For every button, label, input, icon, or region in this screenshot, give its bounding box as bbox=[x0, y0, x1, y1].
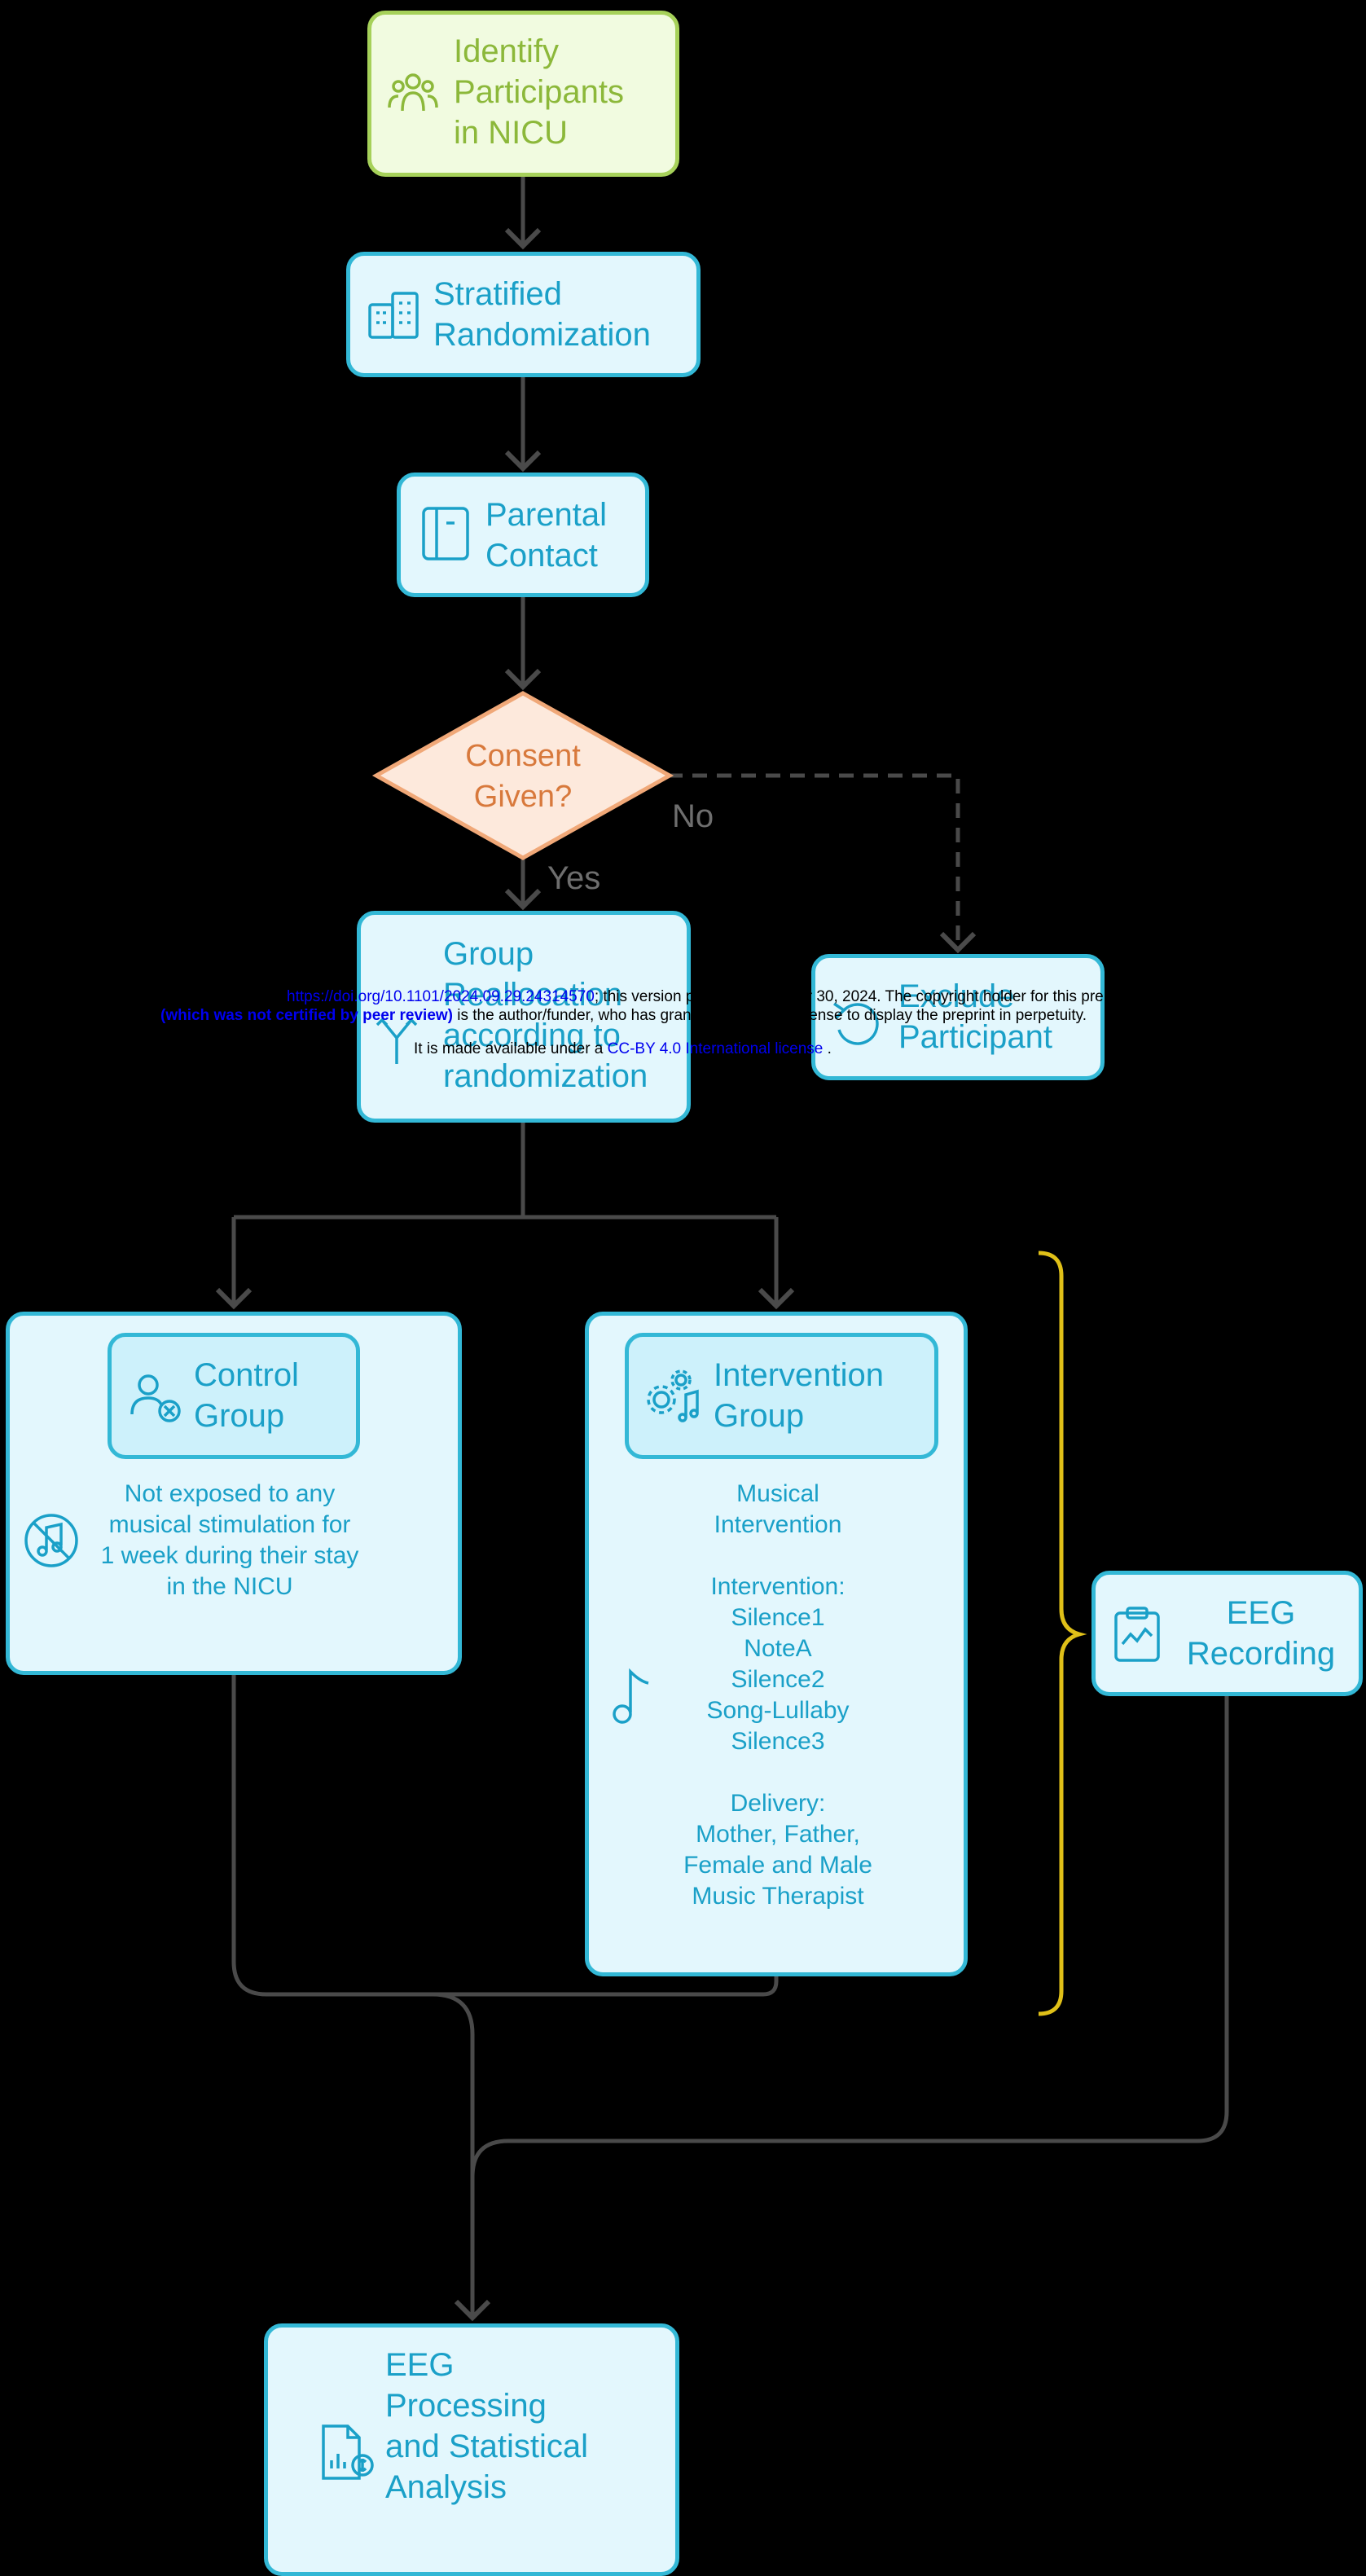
watermark-peer-review: (which was not certified by peer review) bbox=[160, 1007, 453, 1024]
identify-label: Identify Participants in NICU bbox=[454, 33, 624, 151]
edge-realloc-split bbox=[234, 1123, 776, 1220]
watermark-line-2: (which was not certified by peer review)… bbox=[160, 1007, 1087, 1025]
stratified-randomization-node bbox=[346, 252, 701, 377]
intervention-group-header bbox=[625, 1333, 938, 1459]
exclude-participant-node bbox=[811, 954, 1105, 1080]
watermark-line-3: It is made available under a CC-BY 4.0 I… bbox=[414, 1040, 832, 1058]
exclude-label: Exclude Participant bbox=[898, 978, 1052, 1055]
edge-label-no: No bbox=[672, 798, 714, 834]
document-chart-icon bbox=[322, 2424, 374, 2480]
edge-label-yes: Yes bbox=[547, 860, 601, 896]
consent-label: Consent Given? bbox=[465, 739, 581, 814]
no-music-icon bbox=[24, 1514, 78, 1567]
buildings-icon bbox=[368, 292, 419, 339]
music-note-icon bbox=[613, 1668, 649, 1724]
gears-music-icon bbox=[647, 1369, 699, 1422]
watermark-line2-text: is the author/funder, who has granted me… bbox=[453, 1007, 1087, 1024]
eeg-recording-node bbox=[1091, 1571, 1363, 1696]
watermark-license-link[interactable]: CC-BY 4.0 International license bbox=[607, 1040, 824, 1057]
parental-contact-node bbox=[397, 473, 649, 597]
watermark-line1-text: ; this version posted September 30, 2024… bbox=[594, 988, 1134, 1005]
watermark-line3-a: It is made available under a bbox=[414, 1040, 608, 1057]
eeg-recording-label: EEG Recording bbox=[1186, 1595, 1336, 1672]
clipboard-chart-icon bbox=[1114, 1607, 1160, 1662]
intervention-group-title: Intervention Group bbox=[714, 1357, 885, 1434]
parental-label: Parental Contact bbox=[485, 497, 607, 574]
user-remove-icon bbox=[130, 1374, 181, 1422]
group-reallocation-label: Group Reallocation according to randomiz… bbox=[443, 936, 648, 1094]
group-reallocation-node bbox=[357, 911, 691, 1123]
control-group-description: Not exposed to any musical stimulation f… bbox=[100, 1480, 359, 1600]
edge-control-merge bbox=[231, 1675, 475, 2035]
consent-diamond bbox=[371, 691, 674, 860]
watermark-line-1: https://doi.org/10.1101/2024.09.29.24314… bbox=[287, 988, 1134, 1006]
control-group-header bbox=[108, 1333, 360, 1459]
edge-intervention-merge bbox=[433, 1976, 779, 1997]
undo-arrow-icon bbox=[833, 1002, 879, 1045]
people-group-icon bbox=[388, 73, 438, 112]
control-group-title: Control Group bbox=[194, 1357, 299, 1434]
edge-eeg-merge bbox=[470, 1696, 1229, 2178]
stratified-label: Stratified Randomization bbox=[433, 276, 651, 353]
watermark-doi-link[interactable]: https://doi.org/10.1101/2024.09.29.24314… bbox=[287, 988, 595, 1005]
fork-icon bbox=[376, 1018, 418, 1064]
watermark-line3-b: . bbox=[823, 1040, 832, 1057]
eeg-brace bbox=[1038, 1251, 1087, 2016]
intervention-group-description: Musical Intervention Intervention: Silen… bbox=[683, 1480, 872, 1910]
door-icon bbox=[422, 507, 469, 560]
eeg-processing-label: EEG Processing and Statistical Analysis bbox=[385, 2347, 589, 2505]
